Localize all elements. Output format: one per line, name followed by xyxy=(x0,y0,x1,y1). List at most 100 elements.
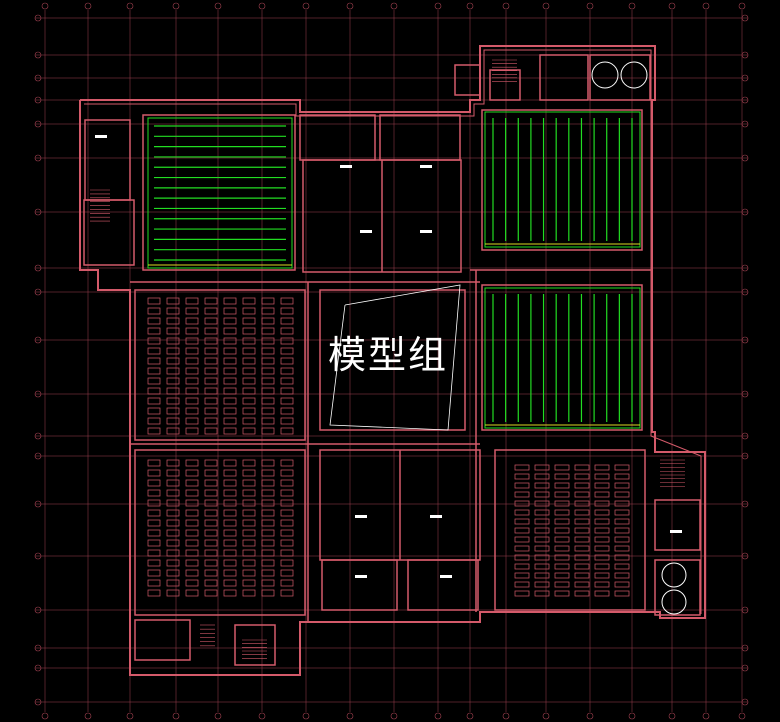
desk xyxy=(166,337,180,345)
room-label-mark xyxy=(430,515,442,518)
desk xyxy=(594,545,610,552)
desk xyxy=(242,407,256,415)
desk xyxy=(242,489,256,497)
desk xyxy=(280,337,294,345)
desk xyxy=(534,572,550,579)
desk xyxy=(166,519,180,527)
room-label-mark xyxy=(420,230,432,233)
room-labels xyxy=(95,135,682,578)
grid-bubble-left xyxy=(34,644,42,652)
grid-bubble-right xyxy=(741,452,749,460)
room-label-mark xyxy=(440,575,452,578)
grid-bubble-right xyxy=(741,390,749,398)
grid-bubble-left xyxy=(34,552,42,560)
desk xyxy=(261,589,275,597)
grid-bubble-bottom xyxy=(738,712,746,720)
grid-bubble-right xyxy=(741,336,749,344)
desk xyxy=(242,417,256,425)
desk xyxy=(223,377,237,385)
desk xyxy=(185,397,199,405)
desk xyxy=(534,491,550,498)
desk xyxy=(204,337,218,345)
grid-bubble-left xyxy=(34,51,42,59)
desk xyxy=(574,482,590,489)
grid-bubble-top xyxy=(434,2,442,10)
desk xyxy=(614,518,630,525)
desk xyxy=(204,397,218,405)
desk xyxy=(166,387,180,395)
desk xyxy=(261,307,275,315)
desk xyxy=(185,579,199,587)
grid-bubble-right xyxy=(741,154,749,162)
desk xyxy=(166,489,180,497)
desk xyxy=(280,397,294,405)
desk xyxy=(166,417,180,425)
desk xyxy=(514,590,530,597)
desk xyxy=(554,491,570,498)
desk xyxy=(185,519,199,527)
desk xyxy=(534,563,550,570)
desk xyxy=(280,509,294,517)
desk xyxy=(594,500,610,507)
desk xyxy=(185,407,199,415)
desk xyxy=(204,297,218,305)
desk xyxy=(594,536,610,543)
desk xyxy=(261,519,275,527)
desk xyxy=(534,482,550,489)
grid-bubble-bottom xyxy=(390,712,398,720)
desk xyxy=(147,499,161,507)
desk xyxy=(534,545,550,552)
desk xyxy=(280,459,294,467)
desk xyxy=(223,479,237,487)
desk xyxy=(166,347,180,355)
grid-bubble-left xyxy=(34,432,42,440)
desk xyxy=(166,559,180,567)
grid-bubble-right xyxy=(741,14,749,22)
building-outline xyxy=(79,45,706,676)
desk xyxy=(204,387,218,395)
desk xyxy=(223,417,237,425)
desk xyxy=(261,459,275,467)
desk xyxy=(574,518,590,525)
grid-bubble-left xyxy=(34,154,42,162)
desk xyxy=(166,367,180,375)
grid-bubble-left xyxy=(34,96,42,104)
desk xyxy=(147,519,161,527)
grid-bubble-bottom xyxy=(258,712,266,720)
desk xyxy=(185,559,199,567)
desk xyxy=(534,590,550,597)
grid-bubble-bottom xyxy=(668,712,676,720)
desk xyxy=(204,347,218,355)
desk xyxy=(242,347,256,355)
desk xyxy=(166,407,180,415)
desk xyxy=(223,317,237,325)
desk xyxy=(204,377,218,385)
desk xyxy=(554,545,570,552)
desk xyxy=(223,357,237,365)
desk xyxy=(147,337,161,345)
desk xyxy=(614,491,630,498)
desk xyxy=(204,407,218,415)
desk xyxy=(147,559,161,567)
grid-bubble-right xyxy=(741,664,749,672)
desk xyxy=(223,427,237,435)
desk xyxy=(261,397,275,405)
desk xyxy=(514,473,530,480)
desk xyxy=(514,536,530,543)
desk xyxy=(594,527,610,534)
green-zone-border xyxy=(147,117,293,269)
desk xyxy=(280,347,294,355)
desk xyxy=(166,357,180,365)
desk xyxy=(574,563,590,570)
desk xyxy=(261,489,275,497)
desk xyxy=(554,527,570,534)
grid-bubble-top xyxy=(628,2,636,10)
desk xyxy=(147,367,161,375)
desk xyxy=(261,357,275,365)
desk xyxy=(261,367,275,375)
desk xyxy=(261,559,275,567)
desk xyxy=(514,509,530,516)
desk xyxy=(204,307,218,315)
desk xyxy=(223,499,237,507)
desk xyxy=(280,519,294,527)
